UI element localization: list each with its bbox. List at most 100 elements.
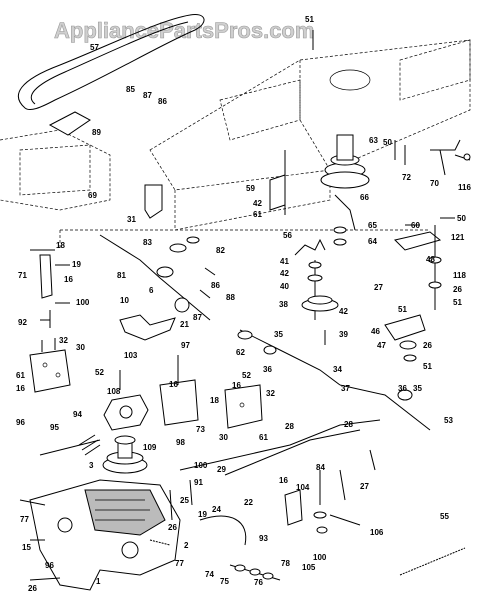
callout: 104 <box>296 483 310 492</box>
callout: 36 <box>398 384 407 393</box>
fasteners <box>40 217 455 521</box>
callout: 6 <box>149 286 154 295</box>
callout: 42 <box>339 307 348 316</box>
right-bracket-assembly <box>384 225 442 362</box>
watermark-text: AppliancePartsPros.com <box>54 18 314 43</box>
callout: 51 <box>398 305 407 314</box>
callout: 1 <box>96 577 101 586</box>
callout: 19 <box>72 260 81 269</box>
callout: 26 <box>168 523 177 532</box>
callout: 75 <box>220 577 229 586</box>
callout: 83 <box>143 238 152 247</box>
callout: 89 <box>92 128 101 137</box>
callout: 96 <box>45 561 54 570</box>
spring-2 <box>149 539 171 546</box>
linkage-104 <box>284 470 361 534</box>
callout: 92 <box>18 318 27 327</box>
callout: 116 <box>458 183 471 192</box>
callout: 47 <box>377 341 386 350</box>
callout: 91 <box>194 478 203 487</box>
callout: 27 <box>374 283 383 292</box>
callout: 52 <box>242 371 251 380</box>
callout: 69 <box>88 191 97 200</box>
callout: 86 <box>158 97 167 106</box>
callout: 32 <box>59 336 68 345</box>
callout: 105 <box>302 563 316 572</box>
idler-arm-70 <box>394 139 471 176</box>
callout: 46 <box>371 327 380 336</box>
callout: 70 <box>430 179 439 188</box>
callout: 26 <box>28 584 37 593</box>
callout: 51 <box>423 362 432 371</box>
callout: 41 <box>280 257 289 266</box>
callout: 85 <box>126 85 135 94</box>
bracket-73 <box>159 379 263 429</box>
callout: 86 <box>211 281 220 290</box>
callout: 15 <box>22 543 31 552</box>
callout: 40 <box>280 282 289 291</box>
callout: 51 <box>453 298 462 307</box>
spring-95 <box>39 434 101 456</box>
callout: 26 <box>453 285 462 294</box>
callout: 94 <box>73 410 82 419</box>
callout: 34 <box>333 365 342 374</box>
callout: 32 <box>266 389 275 398</box>
callout: 87 <box>193 313 202 322</box>
callout: 21 <box>180 320 189 329</box>
upper-pulley-63 <box>312 30 370 189</box>
transaxle-1 <box>19 479 181 591</box>
callout: 72 <box>402 173 411 182</box>
callout: 16 <box>64 275 73 284</box>
callout: 61 <box>16 371 25 380</box>
callout: 66 <box>360 193 369 202</box>
callout: 93 <box>259 534 268 543</box>
callout: 61 <box>253 210 262 219</box>
bracket-71 <box>30 249 70 328</box>
callout: 95 <box>50 423 59 432</box>
callout: 100 <box>194 461 208 470</box>
callout: 103 <box>124 351 138 360</box>
spring-55 <box>399 547 466 576</box>
callout: 30 <box>219 433 228 442</box>
callout: 81 <box>117 271 126 280</box>
callout: 29 <box>217 465 226 474</box>
callout: 71 <box>18 271 27 280</box>
callout: 37 <box>341 384 350 393</box>
callout: 28 <box>285 422 294 431</box>
callout: 109 <box>143 443 157 452</box>
callout: 96 <box>16 418 25 427</box>
callout: 74 <box>205 570 214 579</box>
callout: 30 <box>76 343 85 352</box>
callout: 56 <box>283 231 292 240</box>
callout: 42 <box>253 199 262 208</box>
callout: 98 <box>176 438 185 447</box>
callout: 16 <box>279 476 288 485</box>
callout: 76 <box>254 578 263 587</box>
callout: 60 <box>411 221 420 230</box>
callout: 97 <box>181 341 190 350</box>
callout: 100 <box>76 298 90 307</box>
callout: 16 <box>16 384 25 393</box>
callout: 65 <box>368 221 377 230</box>
callout: 100 <box>313 553 327 562</box>
shift-rod-81 <box>99 234 211 321</box>
callout: 121 <box>451 233 465 242</box>
callout: 16 <box>169 380 178 389</box>
callout: 57 <box>90 43 99 52</box>
callout: 77 <box>175 559 184 568</box>
axle-bolts <box>229 564 281 581</box>
callout: 36 <box>263 365 272 374</box>
input-pulley-3 <box>102 435 148 474</box>
callout: 106 <box>370 528 384 537</box>
idler-pulley-38 <box>294 194 356 320</box>
plate-left-30 <box>29 338 71 393</box>
callout: 87 <box>143 91 152 100</box>
callout: 50 <box>457 214 466 223</box>
callout: 2 <box>184 541 189 550</box>
callout: 51 <box>305 15 314 24</box>
callout: 118 <box>453 271 466 280</box>
bracket-89 <box>48 111 91 136</box>
callout: 84 <box>316 463 325 472</box>
callout: 25 <box>180 496 189 505</box>
